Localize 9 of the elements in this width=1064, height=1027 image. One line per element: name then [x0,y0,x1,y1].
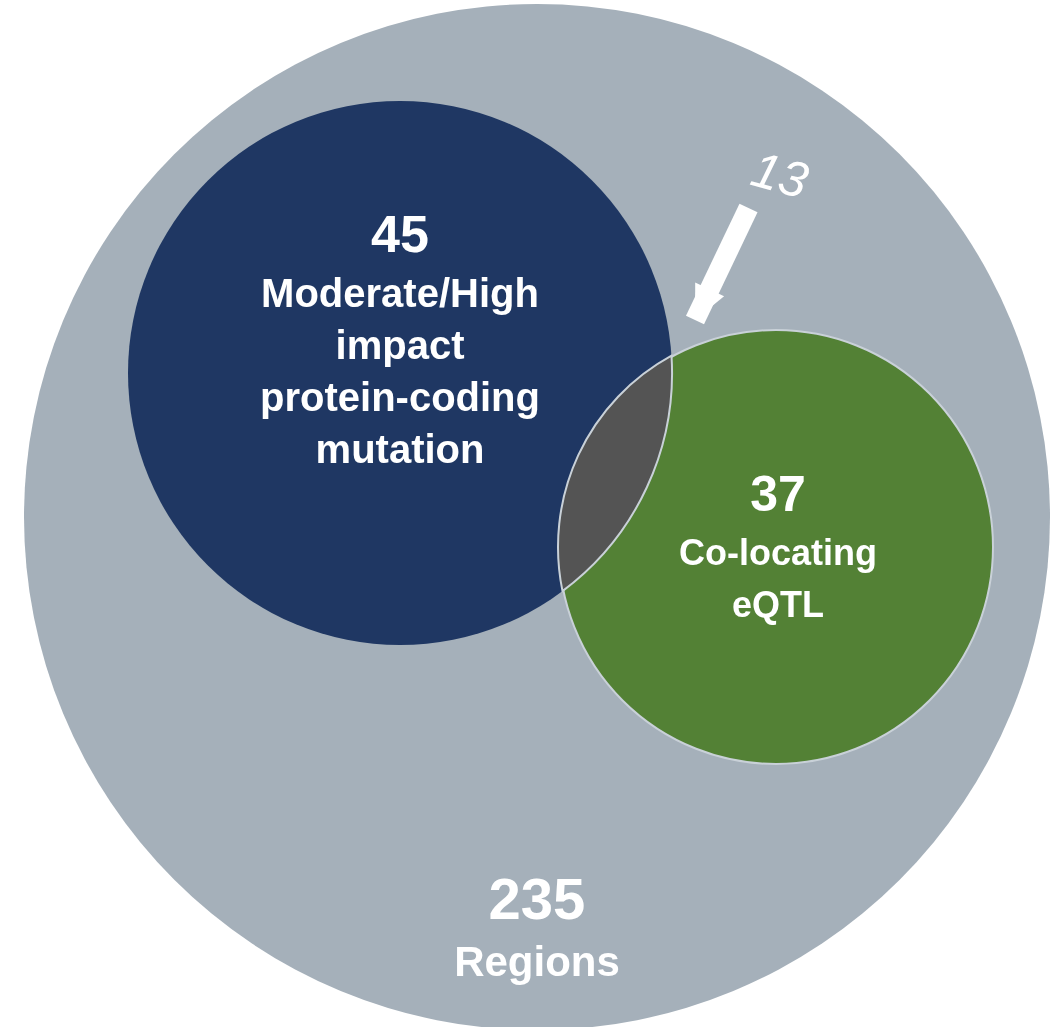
set-label: Co-locating eQTL [678,531,878,627]
set-label: Moderate/High impact protein-coding mutation [260,270,540,473]
count-number: 37 [750,465,806,524]
overlap-region [557,354,673,593]
arrow [685,203,758,325]
set-label: Regions [454,937,620,987]
count-number: 13 [746,143,814,207]
count-number: 235 [488,865,586,933]
count-number: 45 [371,204,429,265]
